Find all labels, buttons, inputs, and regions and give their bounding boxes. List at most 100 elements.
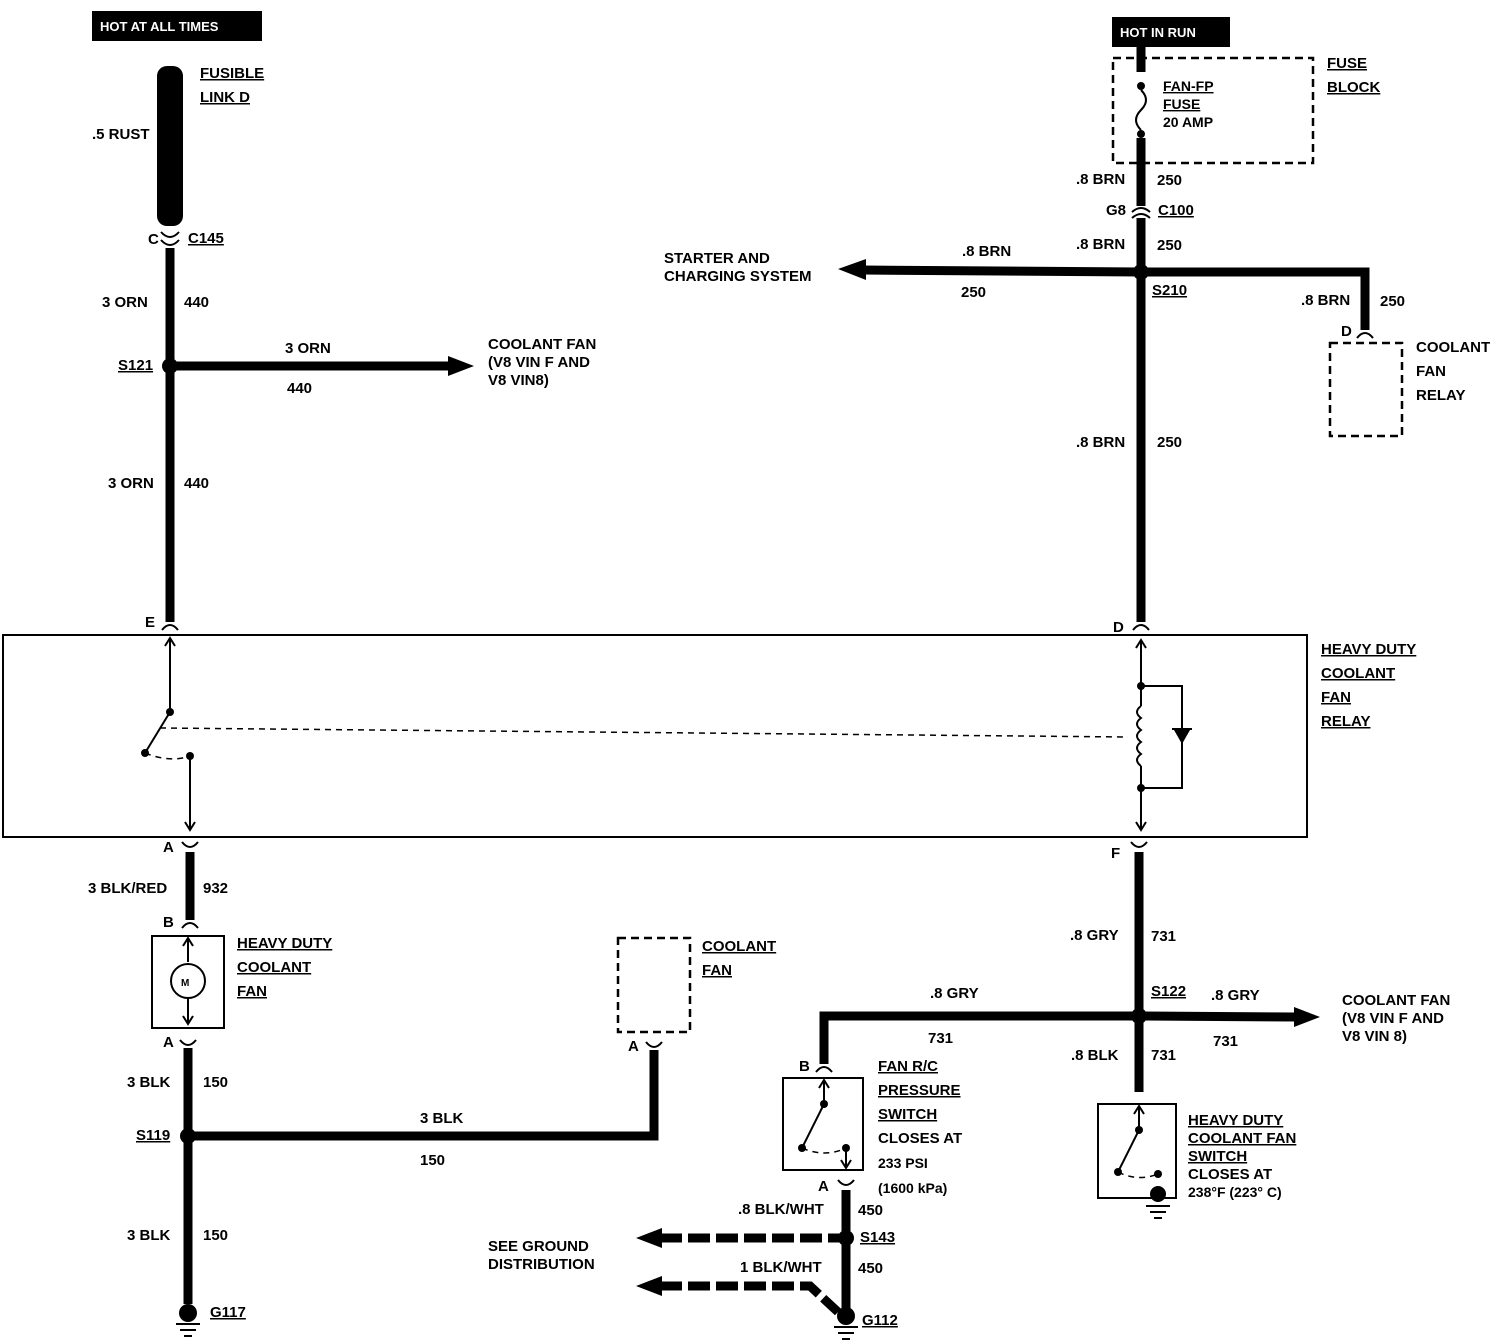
coolant-fan-relay-label-3: RELAY	[1416, 387, 1465, 404]
wire-731-label-a: 731	[1151, 928, 1176, 945]
gry-label-c: .8 GRY	[1211, 987, 1260, 1004]
blk-label-d: .8 BLK	[1071, 1047, 1119, 1064]
hd-fan-switch-spec: CLOSES AT	[1188, 1166, 1272, 1183]
pressure-switch-spec-2: 233 PSI	[878, 1155, 928, 1171]
wire-731-label-b: 731	[928, 1030, 953, 1047]
fuse-icon	[1135, 89, 1147, 131]
relay-contact-link	[144, 752, 191, 760]
arrow-right-icon	[448, 356, 474, 376]
g112-ground-node	[837, 1307, 855, 1325]
pin-a-prs-label: A	[818, 1178, 829, 1195]
starter-ref-1: STARTER AND	[664, 250, 770, 267]
wire-731-branch-right	[1138, 1011, 1297, 1022]
s210-label: S210	[1152, 282, 1187, 299]
fan-motor-m: M	[181, 978, 189, 989]
wire-450-to-ground-dist-2	[660, 1281, 842, 1316]
wire-250-label-a: 250	[1157, 172, 1182, 189]
rust-wire-label: .5 RUST	[92, 126, 150, 143]
s143-label: S143	[860, 1229, 895, 1246]
hd-coolant-fan-label-2: COOLANT	[237, 959, 311, 976]
prs-arrow-down	[840, 1159, 852, 1170]
fusible-link-label: FUSIBLE	[200, 65, 264, 82]
brn-label-d: .8 BRN	[1301, 292, 1350, 309]
see-ground-distribution-2: DISTRIBUTION	[488, 1256, 595, 1273]
pin-a-cf2-label: A	[628, 1038, 639, 1055]
coolant-fan-ref-1c: V8 VIN8)	[488, 372, 549, 389]
relay-contact-arrow-down	[184, 821, 196, 832]
orn-label-2: 3 ORN	[285, 340, 331, 357]
fusible-link-label-2: LINK D	[200, 89, 250, 106]
wire-731-label-c: 731	[1213, 1033, 1238, 1050]
c145-pin-label: C	[148, 231, 159, 248]
coolant-fan-ref-1: COOLANT FAN	[488, 336, 596, 353]
brn-label-c: .8 BRN	[962, 243, 1011, 260]
relay-diode-loop	[1141, 685, 1183, 789]
pin-e-label: E	[145, 614, 155, 631]
pin-a-relay-label: A	[163, 839, 174, 856]
coolant-fan-ref-3c: V8 VIN 8)	[1342, 1028, 1407, 1045]
hot-at-all-times-tag	[92, 11, 262, 41]
blkwht-label-a: .8 BLK/WHT	[738, 1201, 824, 1218]
pin-f-label: F	[1111, 845, 1120, 862]
fuse-block-label: FUSE	[1327, 55, 1367, 72]
brn-label-a: .8 BRN	[1076, 171, 1125, 188]
hd-coolant-fan-box	[151, 935, 225, 1029]
g117-ground-node	[179, 1304, 197, 1322]
wire-731-label-d: 731	[1151, 1047, 1176, 1064]
hd-relay-label-3: FAN	[1321, 689, 1351, 706]
fuse-block-label-2: BLOCK	[1327, 79, 1380, 96]
wire-450-label-b: 450	[858, 1260, 883, 1277]
pressure-switch-label-2: PRESSURE	[878, 1082, 961, 1099]
gry-label-b: .8 GRY	[930, 985, 979, 1002]
fan-fp-fuse-label: FAN-FP	[1163, 78, 1214, 94]
hot-at-all-times-label: HOT AT ALL TIMES	[100, 19, 219, 34]
arrow-left-icon-3	[636, 1276, 662, 1296]
blkwht-label-b: 1 BLK/WHT	[740, 1259, 822, 1276]
wire-150-branch	[188, 1050, 659, 1141]
pressure-switch-label-3: SWITCH	[878, 1106, 937, 1123]
pressure-switch-spec-3: (1600 kPa)	[878, 1180, 947, 1196]
arrow-left-icon-2	[636, 1228, 662, 1248]
pressure-switch-spec: CLOSES AT	[878, 1130, 962, 1147]
g8-pin-label: G8	[1106, 202, 1126, 219]
starter-ref-2: CHARGING SYSTEM	[664, 268, 812, 285]
hd-switch-link	[1117, 1171, 1159, 1179]
s119-label: S119	[136, 1127, 170, 1144]
orn-label-1: 3 ORN	[102, 294, 148, 311]
blk-label-c: 3 BLK	[127, 1227, 171, 1244]
wire-150-label-c: 150	[203, 1227, 228, 1244]
s121-label: S121	[118, 357, 153, 374]
gry-label-a: .8 GRY	[1070, 927, 1119, 944]
g112-label: G112	[862, 1312, 898, 1329]
blkred-label: 3 BLK/RED	[88, 880, 167, 897]
relay-coil-icon	[1136, 705, 1143, 767]
pin-a-cf2-connector	[645, 1041, 663, 1048]
hd-switch-output	[1154, 1170, 1162, 1178]
hd-coolant-fan-label: HEAVY DUTY	[237, 935, 332, 952]
orn-label-3: 3 ORN	[108, 475, 154, 492]
coolant-fan-relay-label: COOLANT	[1416, 339, 1490, 356]
coolant-fan-ref-3: COOLANT FAN	[1342, 992, 1450, 1009]
coolant-fan-2-outline	[616, 936, 692, 1034]
pressure-switch-label: FAN R/C	[878, 1058, 938, 1075]
prs-switch-link	[801, 1147, 847, 1154]
pin-d-connector-symbol	[1132, 624, 1150, 631]
wire-250-label-c: 250	[961, 284, 986, 301]
wire-450-label-a: 450	[858, 1202, 883, 1219]
pin-d-relay-connector	[1356, 332, 1374, 339]
c100-label: C100	[1158, 202, 1194, 219]
arrow-left-icon	[838, 259, 866, 280]
pressure-switch-box	[782, 1077, 864, 1171]
hd-fan-switch-spec-2: 238°F (223° C)	[1188, 1184, 1282, 1200]
wire-932-label: 932	[203, 880, 228, 897]
c145-connector-symbol	[160, 231, 180, 246]
pin-a-relay-connector	[181, 841, 199, 848]
hd-relay-box	[2, 634, 1308, 838]
fan-fp-fuse-rating: 20 AMP	[1163, 114, 1213, 130]
arrow-right-icon-2	[1294, 1007, 1320, 1027]
hd-relay-label-2: COOLANT	[1321, 665, 1395, 682]
c100-connector-symbol	[1131, 207, 1151, 219]
relay-mechanical-link	[159, 727, 1129, 738]
wire-250-to-cf-relay	[1141, 267, 1370, 330]
